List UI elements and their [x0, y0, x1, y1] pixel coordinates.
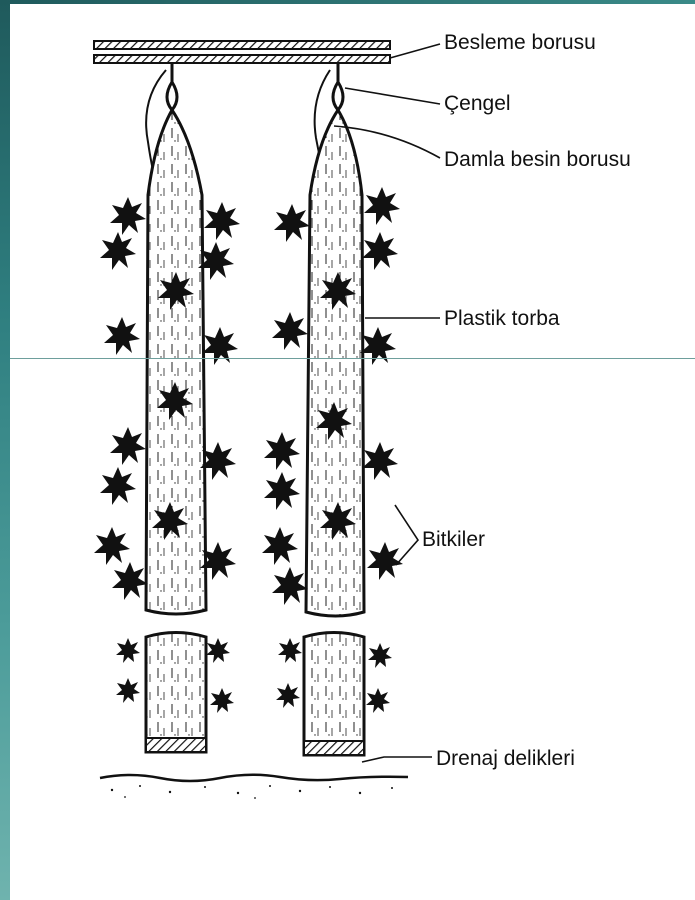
- lower-bag-right: [304, 633, 364, 756]
- drain-holes-right: [304, 741, 364, 755]
- leader-drain-holes: [362, 757, 432, 762]
- label-feed-pipe: Besleme borusu: [444, 31, 596, 54]
- drain-holes-left: [146, 738, 206, 752]
- ground-line: [100, 775, 408, 799]
- leader-feed-pipe: [390, 44, 440, 58]
- leader-hook: [345, 88, 440, 104]
- feed-pipe: [94, 41, 390, 63]
- slide-divider-line: [10, 358, 695, 359]
- hook-right: [333, 63, 343, 110]
- label-plastic-bag: Plastik torba: [444, 307, 560, 330]
- label-plants: Bitkiler: [422, 528, 485, 551]
- leader-plants: [395, 505, 418, 565]
- label-drip-tube: Damla besin borusu: [444, 148, 631, 171]
- label-hook: Çengel: [444, 92, 511, 115]
- label-drain-holes: Drenaj delikleri: [436, 747, 575, 770]
- lower-bag-left: [146, 633, 206, 753]
- plastic-bag-right: [306, 110, 364, 616]
- plastic-bag-left: [146, 110, 206, 614]
- hook-left: [167, 63, 177, 110]
